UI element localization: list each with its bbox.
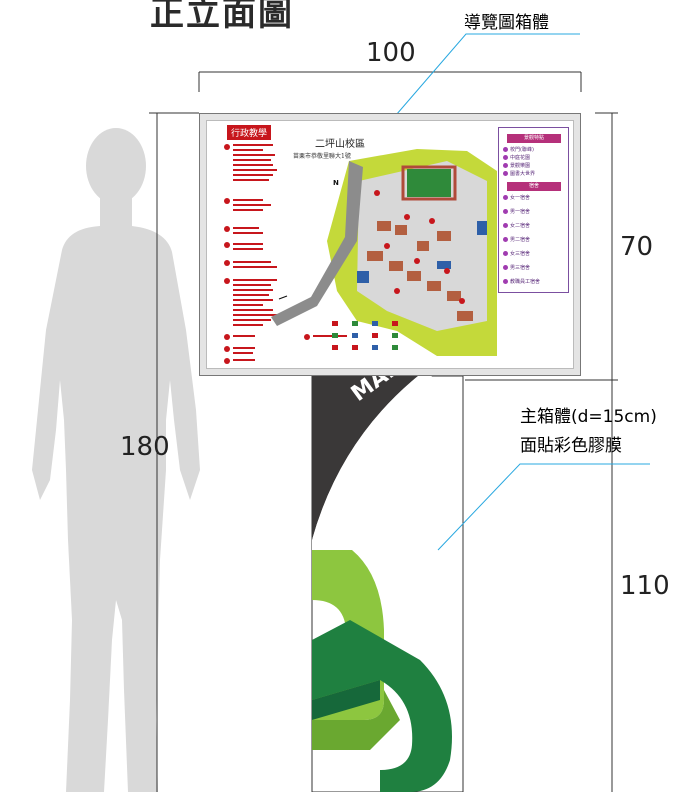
campus-map: 行政教學 (206, 120, 574, 369)
post-height-value: 110 (620, 571, 670, 601)
legend-panel: 景觀特點 校門(聯峰) 中庭花園 景觀樂園 圖書大世界 宿舍 女一宿舍 男一宿舍… (498, 127, 569, 293)
admin-list (224, 144, 347, 364)
map-graphic (224, 144, 497, 364)
total-height-dimension (149, 112, 199, 792)
legend-header-dorms: 宿舍 (507, 182, 561, 191)
legend-item: 女二宿舍 (503, 222, 530, 229)
legend-item: 女三宿舍 (503, 250, 530, 257)
legend-item: 男三宿舍 (503, 264, 530, 271)
logo-mark (312, 550, 452, 792)
legend-item: 圖書大世界 (503, 170, 535, 177)
leader-lines (389, 33, 650, 551)
page-title: 正立面圖 (150, 0, 294, 34)
campus-address: 苗栗市恭敬里聯大1號 (293, 153, 351, 160)
width-value: 100 (366, 38, 416, 68)
legend-header-landmarks: 景觀特點 (507, 134, 561, 143)
map-legend-icons (332, 321, 398, 350)
body-label-line1: 主箱體(d=15cm) (520, 407, 657, 427)
post: MAP (311, 354, 464, 792)
legend-item: 校門(聯峰) (503, 146, 534, 153)
campus-title: 二坪山校區 (315, 139, 365, 150)
body-label-line2: 面貼彩色膠膜 (520, 436, 622, 456)
legend-item: 男二宿舍 (503, 236, 530, 243)
legend-item: 景觀樂園 (503, 162, 530, 169)
legend-item: 中庭花園 (503, 154, 530, 161)
legend-item: 女一宿舍 (503, 194, 530, 201)
box-label: 導覽圖箱體 (464, 13, 549, 33)
legend-item: 男一宿舍 (503, 208, 530, 215)
right-dimensions (465, 112, 618, 792)
campus-area (271, 149, 497, 356)
total-height-value: 180 (120, 432, 170, 462)
admin-header: 行政教學 (227, 125, 272, 140)
legend-item: 教職員工宿舍 (503, 278, 540, 285)
human-silhouette (32, 128, 200, 792)
post-dark-band (312, 376, 418, 540)
width-dimension (198, 71, 582, 92)
north-indicator: N (333, 179, 339, 187)
box-height-value: 70 (620, 232, 654, 262)
